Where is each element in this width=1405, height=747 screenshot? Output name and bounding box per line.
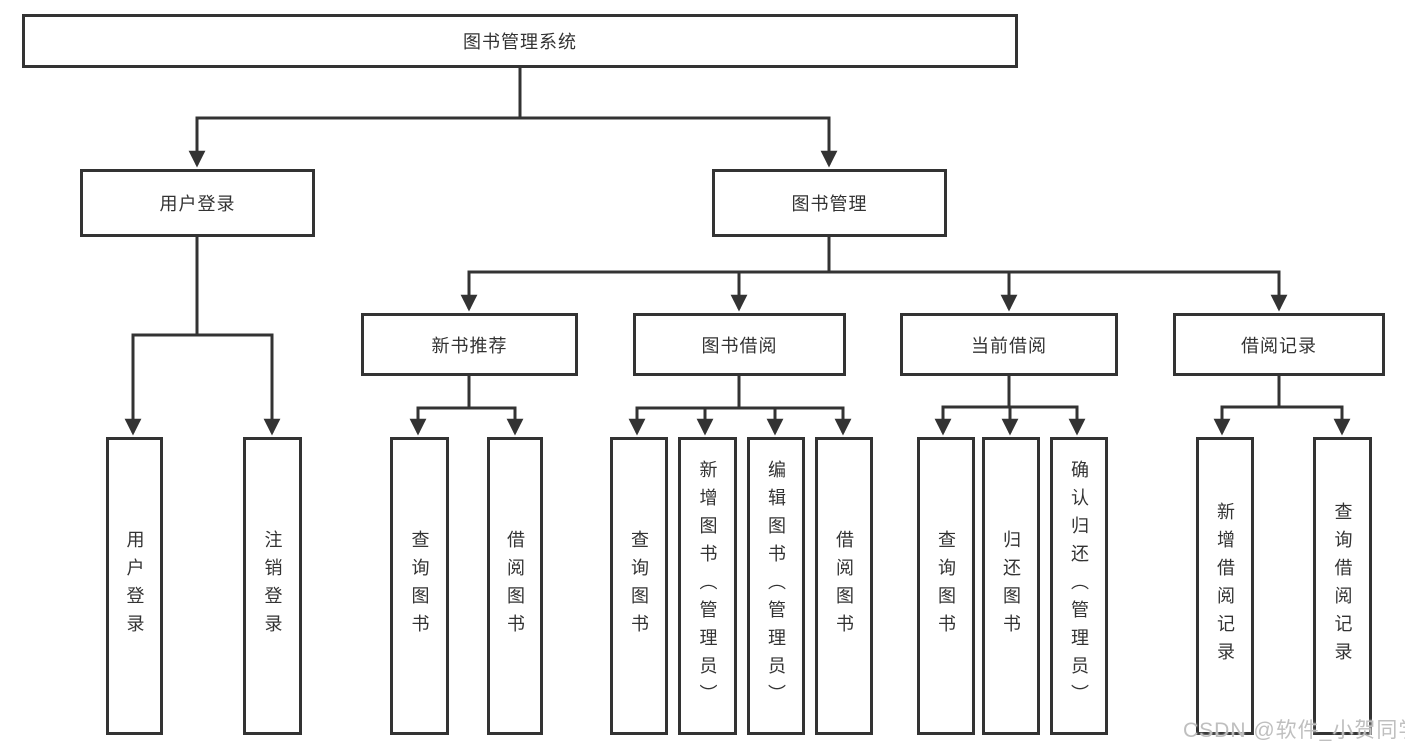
leaf-borrow-book-recommend: 借阅图书 — [487, 437, 543, 735]
leaf-label: 归还图书 — [1001, 530, 1021, 642]
leaf-edit-book-admin: 编辑图书（管理员） — [747, 437, 805, 735]
leaf-borrow-book: 借阅图书 — [815, 437, 873, 735]
node-current-borrow: 当前借阅 — [900, 313, 1118, 376]
leaf-label: 新增借阅记录 — [1215, 502, 1235, 670]
leaf-label: 编辑图书（管理员） — [766, 460, 786, 712]
leaf-label: 查询图书 — [629, 530, 649, 642]
leaf-label: 借阅图书 — [834, 530, 854, 642]
node-borrow-records: 借阅记录 — [1173, 313, 1385, 376]
leaf-label: 注销登录 — [262, 530, 283, 642]
leaf-logout: 注销登录 — [243, 437, 302, 735]
leaf-label: 查询图书 — [936, 530, 956, 642]
leaf-label: 查询借阅记录 — [1332, 502, 1353, 670]
node-root: 图书管理系统 — [22, 14, 1018, 68]
leaf-label: 确认归还（管理员） — [1069, 460, 1089, 712]
leaf-label: 用户登录 — [124, 530, 145, 642]
node-new-book-recommend: 新书推荐 — [361, 313, 578, 376]
leaf-add-borrow-record: 新增借阅记录 — [1196, 437, 1254, 735]
leaf-confirm-return-admin: 确认归还（管理员） — [1050, 437, 1108, 735]
node-user-login: 用户登录 — [80, 169, 315, 237]
csdn-watermark: CSDN @软件_小贺同学 — [1183, 719, 1405, 742]
leaf-query-borrow-record: 查询借阅记录 — [1313, 437, 1372, 735]
node-book-borrow: 图书借阅 — [633, 313, 846, 376]
leaf-query-book-current: 查询图书 — [917, 437, 975, 735]
leaf-label: 查询图书 — [409, 530, 430, 642]
leaf-user-login: 用户登录 — [106, 437, 163, 735]
leaf-return-book: 归还图书 — [982, 437, 1040, 735]
leaf-query-book-borrow: 查询图书 — [610, 437, 668, 735]
leaf-query-book-recommend: 查询图书 — [390, 437, 449, 735]
leaf-label: 新增图书（管理员） — [697, 460, 718, 712]
leaf-label: 借阅图书 — [505, 530, 525, 642]
leaf-add-book-admin: 新增图书（管理员） — [678, 437, 737, 735]
node-book-management: 图书管理 — [712, 169, 947, 237]
